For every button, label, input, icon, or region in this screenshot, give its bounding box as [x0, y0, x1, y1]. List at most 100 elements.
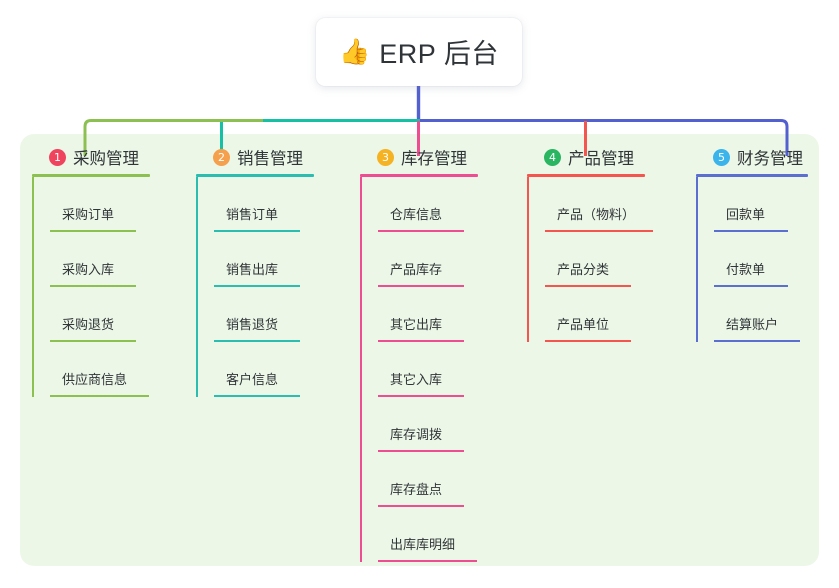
leaf-node[interactable]: 库存盘点 — [378, 452, 530, 507]
branch-column: 1 采购管理采购订单采购入库采购退货供应商信息 — [32, 144, 202, 397]
branch-leaf-list: 销售订单销售出库销售退货客户信息 — [196, 177, 366, 397]
leaf-node-label: 供应商信息 — [62, 372, 128, 387]
leaf-node[interactable]: 仓库信息 — [378, 177, 530, 232]
leaf-node-label: 产品（物料） — [557, 207, 636, 222]
branch-leaf-list: 回款单付款单结算账户 — [696, 177, 839, 342]
leaf-node-underline — [714, 340, 800, 342]
branch-header-underline — [196, 174, 314, 177]
branch-column: 4 产品管理产品（物料） 产品分类产品单位 — [527, 144, 697, 342]
leaf-node-label: 库存盘点 — [390, 482, 443, 497]
leaf-node[interactable]: 其它入库 — [378, 342, 530, 397]
leaf-node-underline — [378, 505, 464, 507]
leaf-node[interactable]: 结算账户 — [714, 287, 839, 342]
leaf-node-underline — [545, 230, 653, 232]
leaf-node[interactable]: 采购入库 — [50, 232, 202, 287]
leaf-node[interactable]: 产品（物料） — [545, 177, 697, 232]
leaf-node-underline — [545, 340, 631, 342]
leaf-node-underline — [378, 395, 464, 397]
root-node-card[interactable]: 👍 ERP 后台 — [316, 18, 522, 86]
branch-index-badge: 1 — [49, 148, 66, 166]
leaf-node[interactable]: 销售退货 — [214, 287, 366, 342]
leaf-node-underline — [50, 340, 136, 342]
branch-title: 销售管理 — [237, 150, 303, 168]
leaf-node[interactable]: 采购订单 — [50, 177, 202, 232]
branch-index-badge: 4 — [544, 148, 561, 166]
leaf-node[interactable]: 付款单 — [714, 232, 839, 287]
branch-header-underline — [696, 174, 808, 177]
leaf-node[interactable]: 客户信息 — [214, 342, 366, 397]
leaf-node-label: 客户信息 — [226, 372, 279, 387]
root-node-content: 👍 ERP 后台 — [339, 32, 499, 71]
branch-title: 库存管理 — [401, 150, 467, 168]
branch-header-underline — [527, 174, 645, 177]
leaf-node-label: 产品分类 — [557, 262, 610, 277]
branch-header-underline — [360, 174, 478, 177]
branch-title: 产品管理 — [568, 150, 634, 168]
leaf-node-label: 采购入库 — [62, 262, 115, 277]
leaf-node-underline — [378, 285, 464, 287]
leaf-node-underline — [214, 340, 300, 342]
leaf-node-label: 销售出库 — [226, 262, 279, 277]
branch-trunk-line — [696, 177, 698, 342]
branch-trunk-line — [32, 177, 34, 397]
branch-header[interactable]: 1 采购管理 — [32, 144, 202, 170]
branch-index-badge: 5 — [713, 148, 730, 166]
leaf-node-label: 产品库存 — [390, 262, 443, 277]
leaf-node-label: 库存调拨 — [390, 427, 443, 442]
leaf-node-underline — [50, 285, 136, 287]
leaf-node-label: 回款单 — [726, 207, 766, 222]
leaf-node-label: 其它入库 — [390, 372, 443, 387]
branch-header-underline — [32, 174, 150, 177]
leaf-node-label: 产品单位 — [557, 317, 610, 332]
leaf-node-underline — [714, 230, 788, 232]
branch-header[interactable]: 2 销售管理 — [196, 144, 366, 170]
branch-title: 采购管理 — [73, 150, 139, 168]
branch-index-badge: 2 — [213, 148, 230, 166]
leaf-node-label: 采购订单 — [62, 207, 115, 222]
leaf-node-underline — [545, 285, 631, 287]
leaf-node-label: 销售退货 — [226, 317, 279, 332]
leaf-node[interactable]: 产品库存 — [378, 232, 530, 287]
leaf-node-label: 仓库信息 — [390, 207, 443, 222]
diagram-panel-background — [20, 134, 819, 566]
leaf-node-label: 采购退货 — [62, 317, 115, 332]
leaf-node[interactable]: 销售出库 — [214, 232, 366, 287]
branch-header[interactable]: 4 产品管理 — [527, 144, 697, 170]
leaf-node[interactable]: 销售订单 — [214, 177, 366, 232]
leaf-node-underline — [378, 230, 464, 232]
leaf-node[interactable]: 其它出库 — [378, 287, 530, 342]
branch-leaf-list: 采购订单采购入库采购退货供应商信息 — [32, 177, 202, 397]
leaf-node[interactable]: 供应商信息 — [50, 342, 202, 397]
leaf-node-label: 出库库明细 — [390, 537, 456, 552]
thumbs-up-icon: 👍 — [339, 36, 371, 66]
leaf-node-underline — [214, 285, 300, 287]
leaf-node-underline — [714, 285, 788, 287]
branch-index-badge: 3 — [377, 148, 394, 166]
branch-leaf-list: 仓库信息产品库存其它出库其它入库库存调拨库存盘点出库库明细 — [360, 177, 530, 562]
branch-leaf-list: 产品（物料） 产品分类产品单位 — [527, 177, 697, 342]
leaf-node-label: 结算账户 — [726, 317, 779, 332]
branch-trunk-line — [360, 177, 362, 562]
branch-trunk-line — [527, 177, 529, 342]
branch-header[interactable]: 3 库存管理 — [360, 144, 530, 170]
leaf-node[interactable]: 采购退货 — [50, 287, 202, 342]
leaf-node-underline — [378, 450, 464, 452]
leaf-node-underline — [378, 340, 464, 342]
leaf-node-label: 销售订单 — [226, 207, 279, 222]
leaf-node[interactable]: 产品单位 — [545, 287, 697, 342]
branch-column: 3 库存管理仓库信息产品库存其它出库其它入库库存调拨库存盘点出库库明细 — [360, 144, 530, 562]
leaf-node-label: 付款单 — [726, 262, 766, 277]
root-node-title: ERP 后台 — [379, 38, 499, 69]
leaf-node[interactable]: 出库库明细 — [378, 507, 530, 562]
leaf-node[interactable]: 产品分类 — [545, 232, 697, 287]
leaf-node-underline — [50, 230, 136, 232]
leaf-node[interactable]: 库存调拨 — [378, 397, 530, 452]
leaf-node-underline — [50, 395, 149, 397]
leaf-node-label: 其它出库 — [390, 317, 443, 332]
leaf-node[interactable]: 回款单 — [714, 177, 839, 232]
branch-trunk-line — [196, 177, 198, 397]
branch-column: 2 销售管理销售订单销售出库销售退货客户信息 — [196, 144, 366, 397]
